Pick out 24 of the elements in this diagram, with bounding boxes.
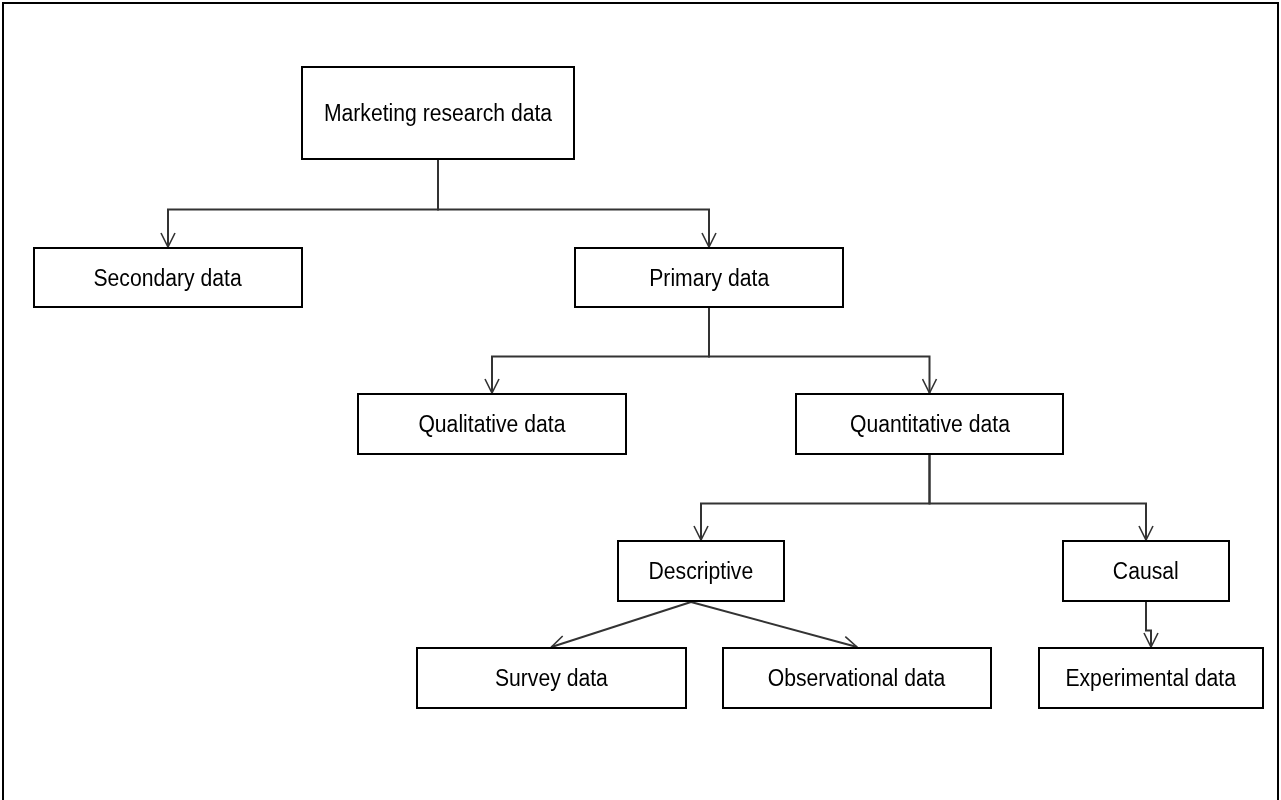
process-box (722, 647, 992, 709)
node-label: Quantitative data (849, 410, 1010, 439)
node-label: Qualitative data (418, 410, 566, 439)
node-label: Causal (1113, 557, 1179, 586)
process-box (357, 393, 627, 455)
node-label: Primary data (649, 263, 769, 293)
node-label: Secondary data (93, 263, 243, 293)
process-box (1038, 647, 1264, 709)
process-box (1062, 540, 1230, 602)
node-label: Experimental data (1065, 664, 1237, 693)
node-label: Survey data (495, 664, 608, 693)
process-box (617, 540, 785, 602)
process-box (301, 66, 575, 160)
arrow (708, 307, 938, 394)
process-box (416, 647, 687, 709)
arrow (1143, 601, 1159, 648)
process-box (574, 247, 844, 308)
arrow (928, 454, 1154, 541)
process-box (33, 247, 303, 308)
node-label: Marketing research data (323, 99, 553, 128)
node-label: Descriptive (648, 557, 754, 586)
node-label: Observational data (768, 664, 946, 693)
arrow (437, 159, 717, 248)
process-box (795, 393, 1064, 455)
